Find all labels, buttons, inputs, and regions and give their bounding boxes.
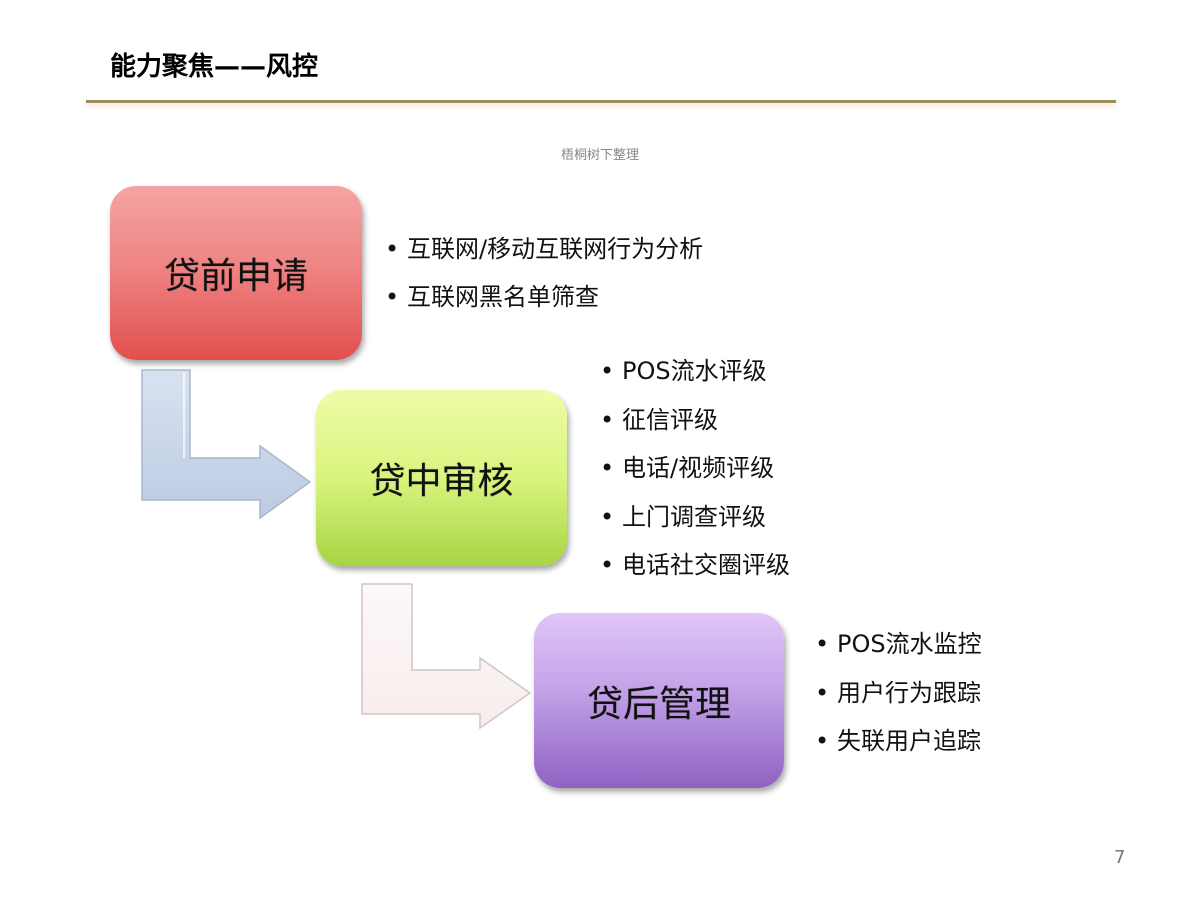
- credit-text: 梧桐树下整理: [560, 148, 639, 163]
- stage-items-post-loan: POS流水监控 用户行为跟踪 失联用户追踪: [815, 627, 982, 773]
- stage-items-in-loan: POS流水评级 征信评级 电话/视频评级 上门调查评级 电话社交圈评级: [600, 354, 790, 597]
- stage-label: 贷前申请: [163, 256, 308, 297]
- list-item: POS流水监控: [815, 627, 982, 676]
- list-item: 互联网/移动互联网行为分析: [385, 232, 703, 280]
- page-number: 7: [1114, 847, 1126, 868]
- bent-arrow-icon: [141, 369, 312, 520]
- list-item: 失联用户追踪: [815, 724, 982, 773]
- list-item: POS流水评级: [600, 354, 790, 403]
- list-item: 上门调查评级: [600, 500, 790, 549]
- stage-label: 贷中审核: [369, 461, 514, 502]
- stage-box-pre-loan: 贷前申请: [110, 186, 362, 360]
- stage-items-pre-loan: 互联网/移动互联网行为分析 互联网黑名单筛查: [385, 232, 703, 328]
- stage-box-post-loan: 贷后管理: [534, 613, 784, 788]
- list-item: 互联网黑名单筛查: [385, 280, 703, 328]
- list-item: 用户行为跟踪: [815, 676, 982, 725]
- stage-label: 贷后管理: [586, 683, 731, 725]
- list-item: 电话社交圈评级: [600, 548, 790, 597]
- list-item: 征信评级: [600, 403, 790, 452]
- title-divider: [86, 100, 1116, 103]
- bent-arrow-icon: [361, 583, 532, 730]
- stage-box-in-loan: 贷中审核: [316, 390, 567, 566]
- list-item: 电话/视频评级: [600, 451, 790, 500]
- slide-title: 能力聚焦——风控: [110, 52, 319, 82]
